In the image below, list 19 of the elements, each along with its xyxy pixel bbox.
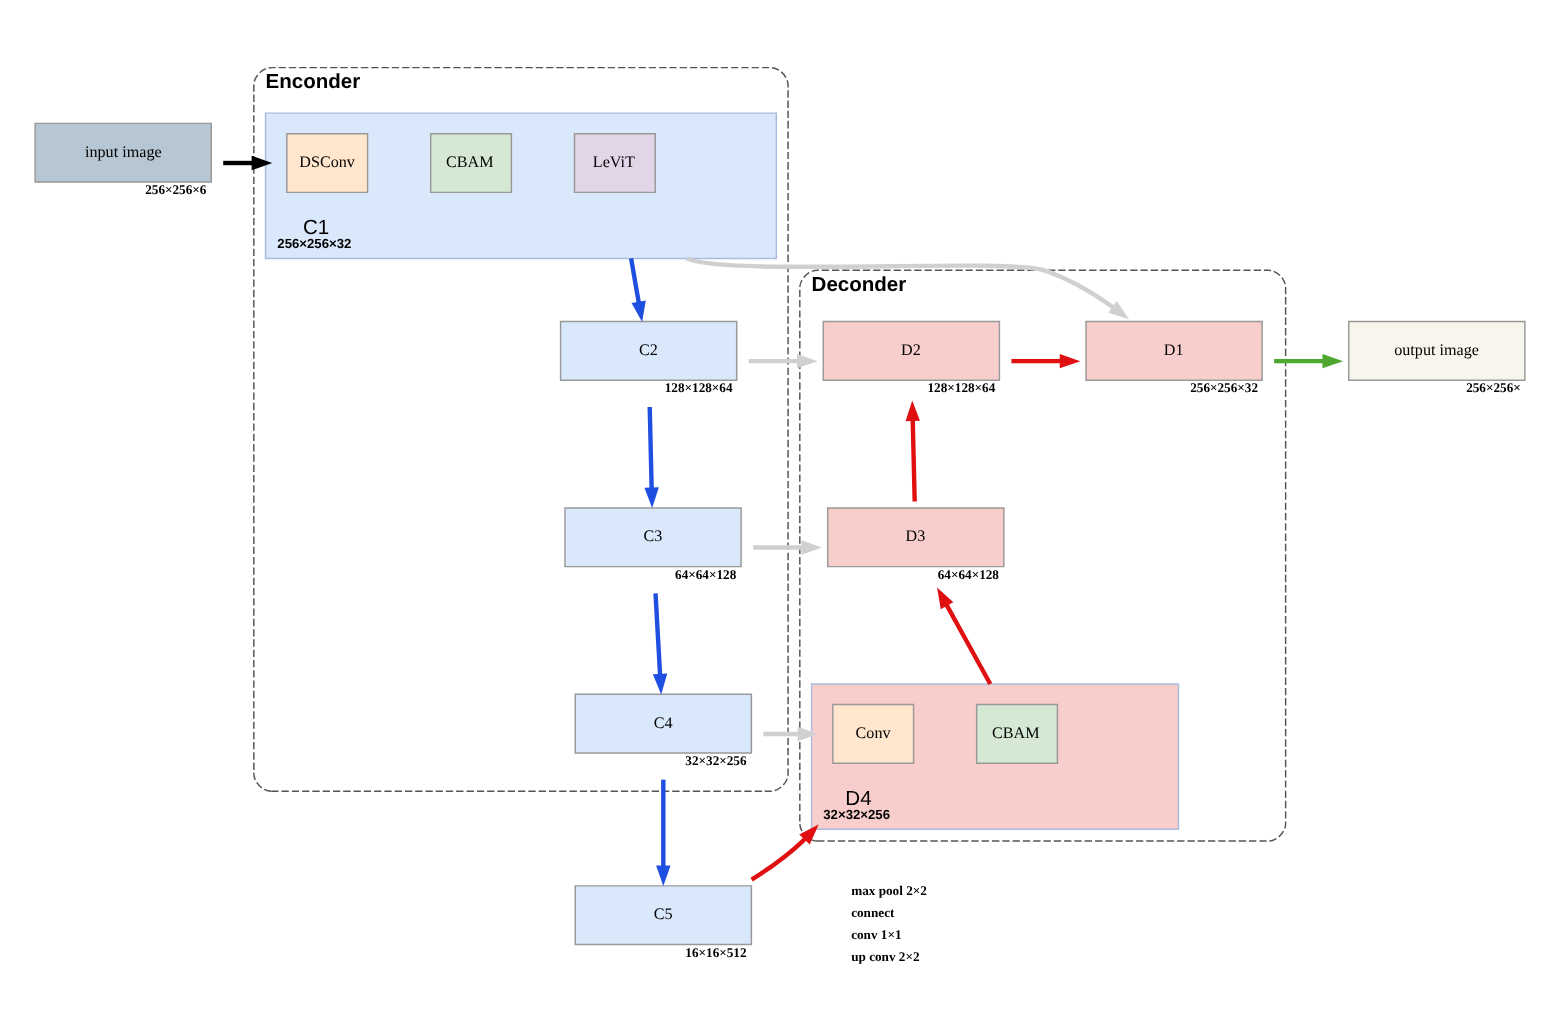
arrow [1274,352,1344,368]
arrow [656,778,671,886]
arrow [686,255,1130,319]
node-box: Conv [832,702,915,764]
node-box: DSConv [286,131,369,193]
arrow [628,257,646,322]
node-box: LeViT [573,131,656,193]
node-box: CBAM [975,702,1059,764]
arrow [223,154,273,170]
arrow [750,823,819,881]
arrow [763,725,819,741]
arrow [937,586,993,685]
arrow [1011,352,1081,368]
node-box: CBAM [429,131,513,193]
arrow [748,352,818,368]
arrow [753,539,823,554]
arrow [652,592,668,694]
arrow [644,406,659,508]
arrow [905,399,920,501]
